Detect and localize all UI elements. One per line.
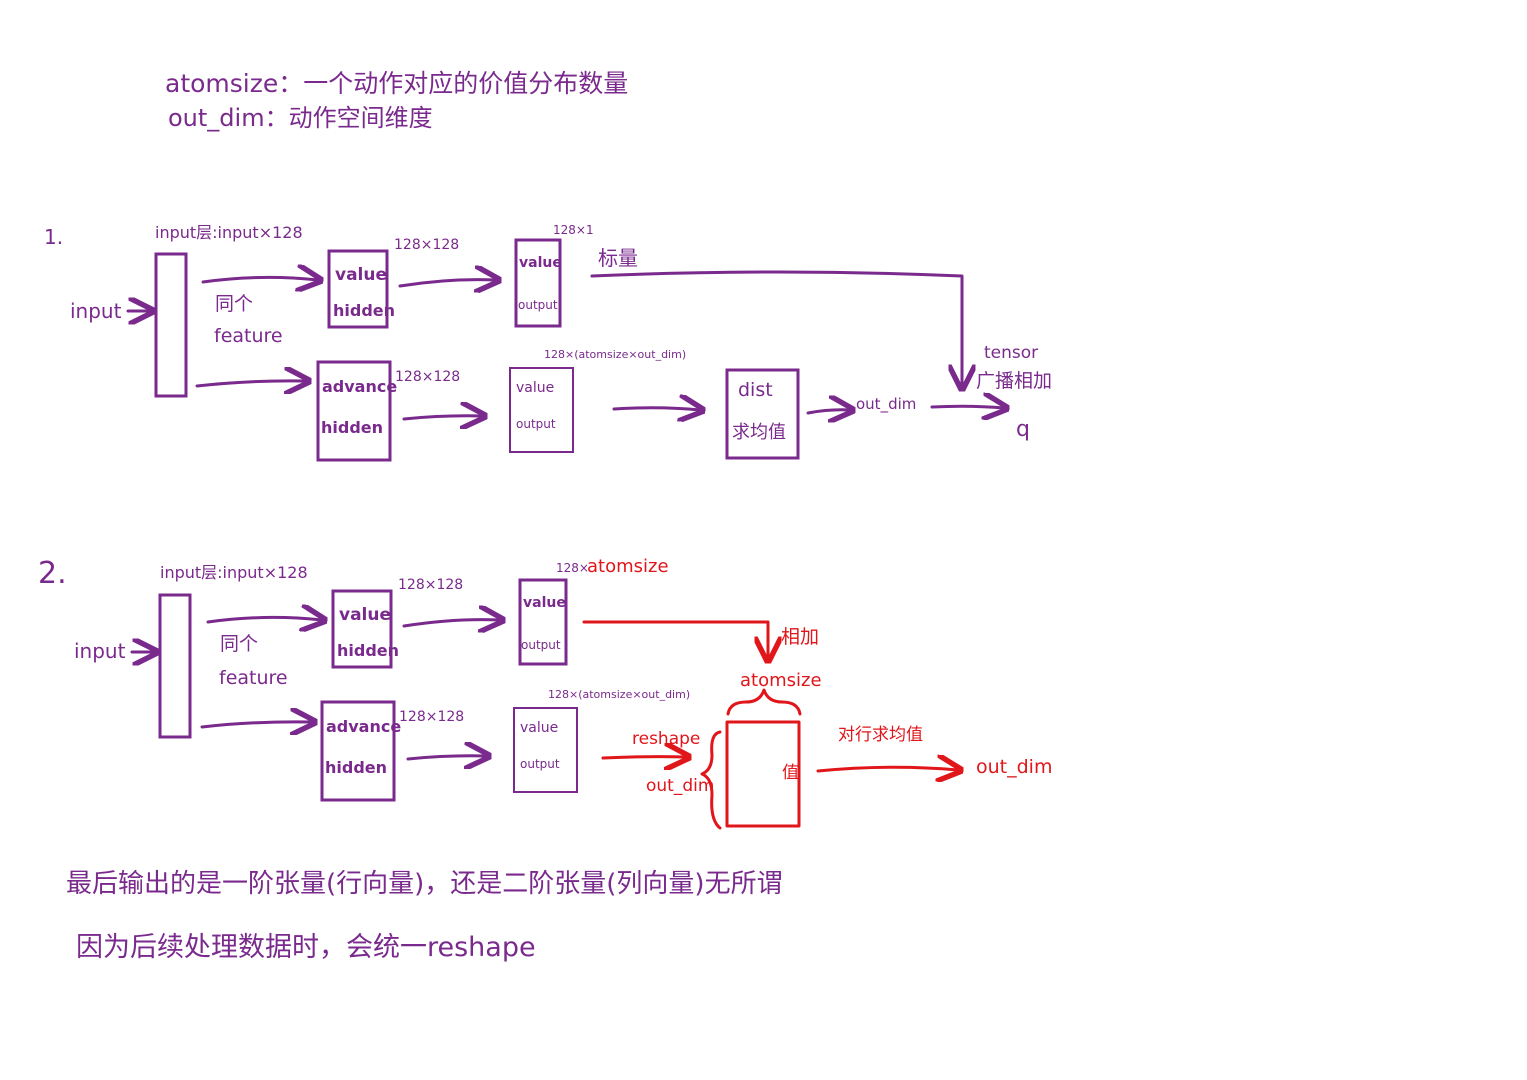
s1-arrow-to-value-output <box>398 280 496 286</box>
s1-value-hidden-box <box>327 249 389 329</box>
s1-tensor-label-1: tensor <box>984 343 1038 363</box>
s1-input-label: input <box>70 299 122 323</box>
s1-advance-hidden-label-2: hidden <box>321 418 383 437</box>
s2-value-hidden-label-2: hidden <box>337 641 399 660</box>
s1-dist-label-2: 求均值 <box>732 422 786 443</box>
s1-same-feature-2: feature <box>214 325 283 347</box>
s2-advance-hidden-label-1: advance <box>326 717 401 736</box>
s2-left-brace <box>700 730 722 830</box>
s1-dist-label-1: dist <box>738 379 773 401</box>
s1-arrow-to-advance-hidden <box>195 381 306 386</box>
s2-value-hidden-label-1: value <box>339 605 391 625</box>
s2-advance-output-label-1: value <box>520 720 558 736</box>
s1-advance-hidden-label-1: advance <box>322 377 397 396</box>
s2-reshape-arrow <box>601 757 686 758</box>
s1-scalar-arrow <box>590 270 962 386</box>
s2-input-layer-box <box>158 593 192 739</box>
s2-value-output-dim-atomsize: atomsize <box>587 556 669 577</box>
s1-advance-output-label-1: value <box>516 380 554 396</box>
note-atomsize: atomsize：一个动作对应的价值分布数量 <box>165 69 628 98</box>
s1-arrow-to-value-hidden <box>201 277 318 282</box>
s2-arrow-to-advance-output <box>406 756 486 759</box>
s1-arrow-to-advance-output <box>402 416 482 419</box>
note-out-dim: out_dim：动作空间维度 <box>168 104 433 132</box>
s2-advance-output-box <box>513 707 578 793</box>
s1-scalar-label: 标量 <box>598 246 638 270</box>
section-2: 2. input input层:input×128 同个 feature val… <box>38 556 1052 830</box>
s2-same-feature-2: feature <box>219 667 288 689</box>
s2-arrow-to-advance-hidden <box>200 722 312 727</box>
s2-same-feature-1: 同个 <box>220 633 258 655</box>
s2-arrow-to-value-hidden <box>206 617 322 622</box>
notes: atomsize：一个动作对应的价值分布数量 out_dim：动作空间维度 <box>165 69 628 132</box>
s1-dist-box <box>725 368 800 460</box>
s2-add-label: 相加 <box>781 626 819 648</box>
s2-advance-output-label-2: output <box>520 757 560 771</box>
s2-add-arrow <box>582 620 768 658</box>
s2-atomsize-top: atomsize <box>740 670 822 691</box>
s2-out-dim-left: out_dim <box>646 776 714 796</box>
s1-arrow-to-q <box>930 406 1004 408</box>
s2-box-inner: 值 <box>782 763 799 783</box>
s2-input-label: input <box>74 639 126 663</box>
s1-advance-output-box <box>509 367 574 453</box>
s1-arrow-to-dist <box>612 408 700 410</box>
s1-value-hidden-label-1: value <box>335 265 387 285</box>
s1-arrow-from-dist <box>806 410 850 413</box>
s1-value-output-dim: 128×1 <box>553 223 594 237</box>
section-2-number: 2. <box>38 556 67 591</box>
s2-value-output-label-1: value <box>523 595 566 611</box>
s1-advance-output-dim: 128×(atomsize×out_dim) <box>544 348 686 361</box>
s1-q-label: q <box>1016 417 1030 442</box>
s1-value-hidden-dim: 128×128 <box>394 237 459 253</box>
footer-notes: 最后输出的是一阶张量(行向量)，还是二阶张量(列向量)无所谓 因为后续处理数据时… <box>66 869 783 963</box>
section-1: 1. input input层:input×128 同个 feature val… <box>44 223 1052 462</box>
s2-out-dim-right: out_dim <box>976 756 1052 778</box>
s1-input-layer-dim: input层:input×128 <box>155 223 303 242</box>
s2-advance-output-dim: 128×(atomsize×out_dim) <box>548 688 690 701</box>
section-1-number: 1. <box>44 225 63 249</box>
s2-value-output-box <box>518 578 568 666</box>
s1-tensor-label-2: 广播相加 <box>976 370 1052 392</box>
s1-advance-hidden-box <box>316 360 392 462</box>
s1-value-output-box <box>514 238 562 328</box>
s1-input-layer-box <box>154 252 188 398</box>
s2-value-hidden-box <box>331 589 393 669</box>
s1-advance-output-label-2: output <box>516 417 556 431</box>
s1-advance-hidden-dim: 128×128 <box>395 369 460 385</box>
s2-advance-hidden-label-2: hidden <box>325 758 387 777</box>
s2-reshaped-box <box>725 720 801 828</box>
s2-arrow-to-value-output <box>402 620 500 626</box>
s2-value-output-dim-prefix: 128× <box>556 561 589 575</box>
s2-input-layer-dim: input层:input×128 <box>160 563 308 582</box>
footer-line-2: 因为后续处理数据时，会统一reshape <box>76 932 536 963</box>
s2-row-mean-arrow <box>816 767 958 771</box>
s2-advance-hidden-box <box>320 700 396 802</box>
s2-advance-hidden-dim: 128×128 <box>399 709 464 725</box>
s1-value-hidden-label-2: hidden <box>333 301 395 320</box>
s1-out-dim-label: out_dim <box>856 395 916 414</box>
s1-value-output-label-1: value <box>519 255 562 271</box>
s1-same-feature-1: 同个 <box>215 293 253 315</box>
s2-value-output-label-2: output <box>521 638 561 652</box>
s2-top-brace <box>726 688 802 716</box>
s2-value-hidden-dim: 128×128 <box>398 577 463 593</box>
s2-row-mean-label: 对行求均值 <box>838 725 923 745</box>
s1-value-output-label-2: output <box>518 298 558 312</box>
s2-reshape-label: reshape <box>632 729 700 749</box>
footer-line-1: 最后输出的是一阶张量(行向量)，还是二阶张量(列向量)无所谓 <box>66 869 783 899</box>
